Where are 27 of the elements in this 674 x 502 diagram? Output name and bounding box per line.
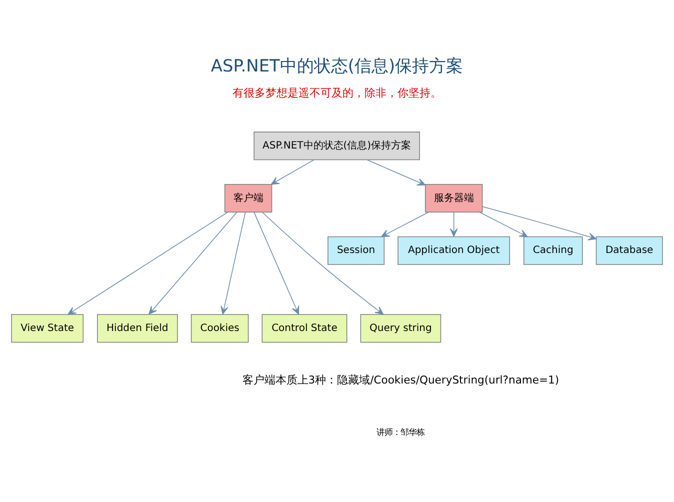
arrow (479, 212, 528, 238)
arrow (270, 160, 314, 185)
arrow (148, 212, 238, 315)
arrow (366, 160, 426, 186)
node-box: Session (328, 236, 385, 265)
arrow (254, 212, 300, 315)
arrow (450, 212, 458, 237)
node-box: View State (11, 314, 84, 343)
node-box: Query string (360, 314, 442, 343)
node-box: Application Object (398, 236, 510, 265)
arrow (262, 212, 384, 315)
node-box: 客户端 (224, 184, 272, 212)
node-box: Database (596, 236, 663, 265)
arrow (220, 212, 246, 315)
arrow (482, 206, 597, 240)
arrow (68, 212, 228, 315)
node-box: Control State (262, 314, 348, 343)
diagram-title: ASP.NET中的状态(信息)保持方案 (210, 56, 464, 76)
node-box: 服务器端 (424, 184, 483, 212)
arrow (380, 212, 429, 238)
node-box: Cookies (190, 314, 249, 343)
label: 客户端本质上3种：隐藏域/Cookies/QueryString(url?name=1) (242, 374, 560, 387)
label: 讲师：邹华栋 (376, 427, 425, 438)
node-box: Caching (524, 236, 583, 265)
node-box: Hidden Field (97, 314, 178, 343)
label: 有很多梦想是遥不可及的，除非，你坚持。 (232, 86, 442, 100)
node-box: ASP.NET中的状态(信息)保持方案 (254, 132, 420, 160)
